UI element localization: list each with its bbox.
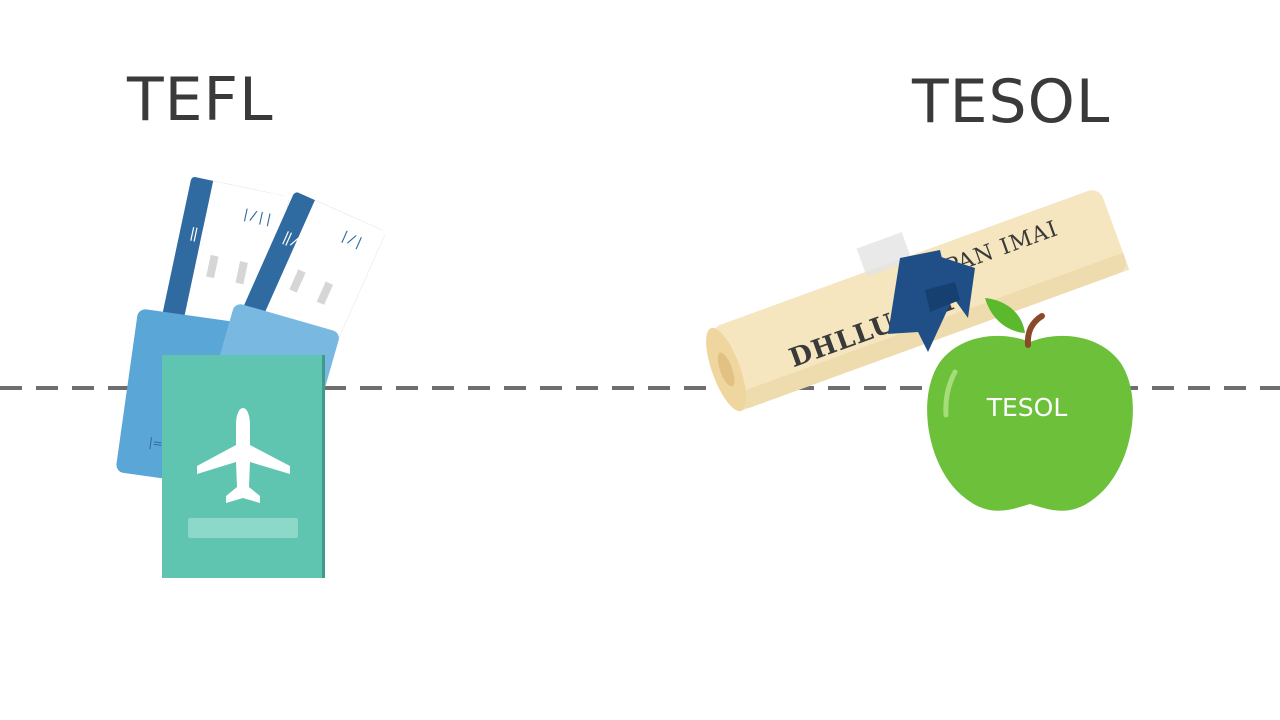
apple-label: TESOL	[986, 393, 1068, 422]
passport-icon	[162, 355, 325, 578]
tefl-heading: TEFL	[127, 65, 274, 135]
svg-text:|/||: |/||	[240, 207, 274, 228]
travel-documents-icon: ‖|| |/|| ‖/| |/| |=	[116, 176, 387, 578]
svg-text:|=: |=	[148, 435, 164, 451]
apple-icon: TESOL	[927, 298, 1133, 511]
svg-text:‖||: ‖||	[188, 225, 216, 246]
tesol-heading: TESOL	[912, 67, 1111, 137]
diploma-scroll-icon: DHLLUEMIV PAN IMAI	[706, 190, 1130, 412]
airplane-icon	[197, 408, 290, 503]
ribbon-icon	[888, 250, 975, 352]
